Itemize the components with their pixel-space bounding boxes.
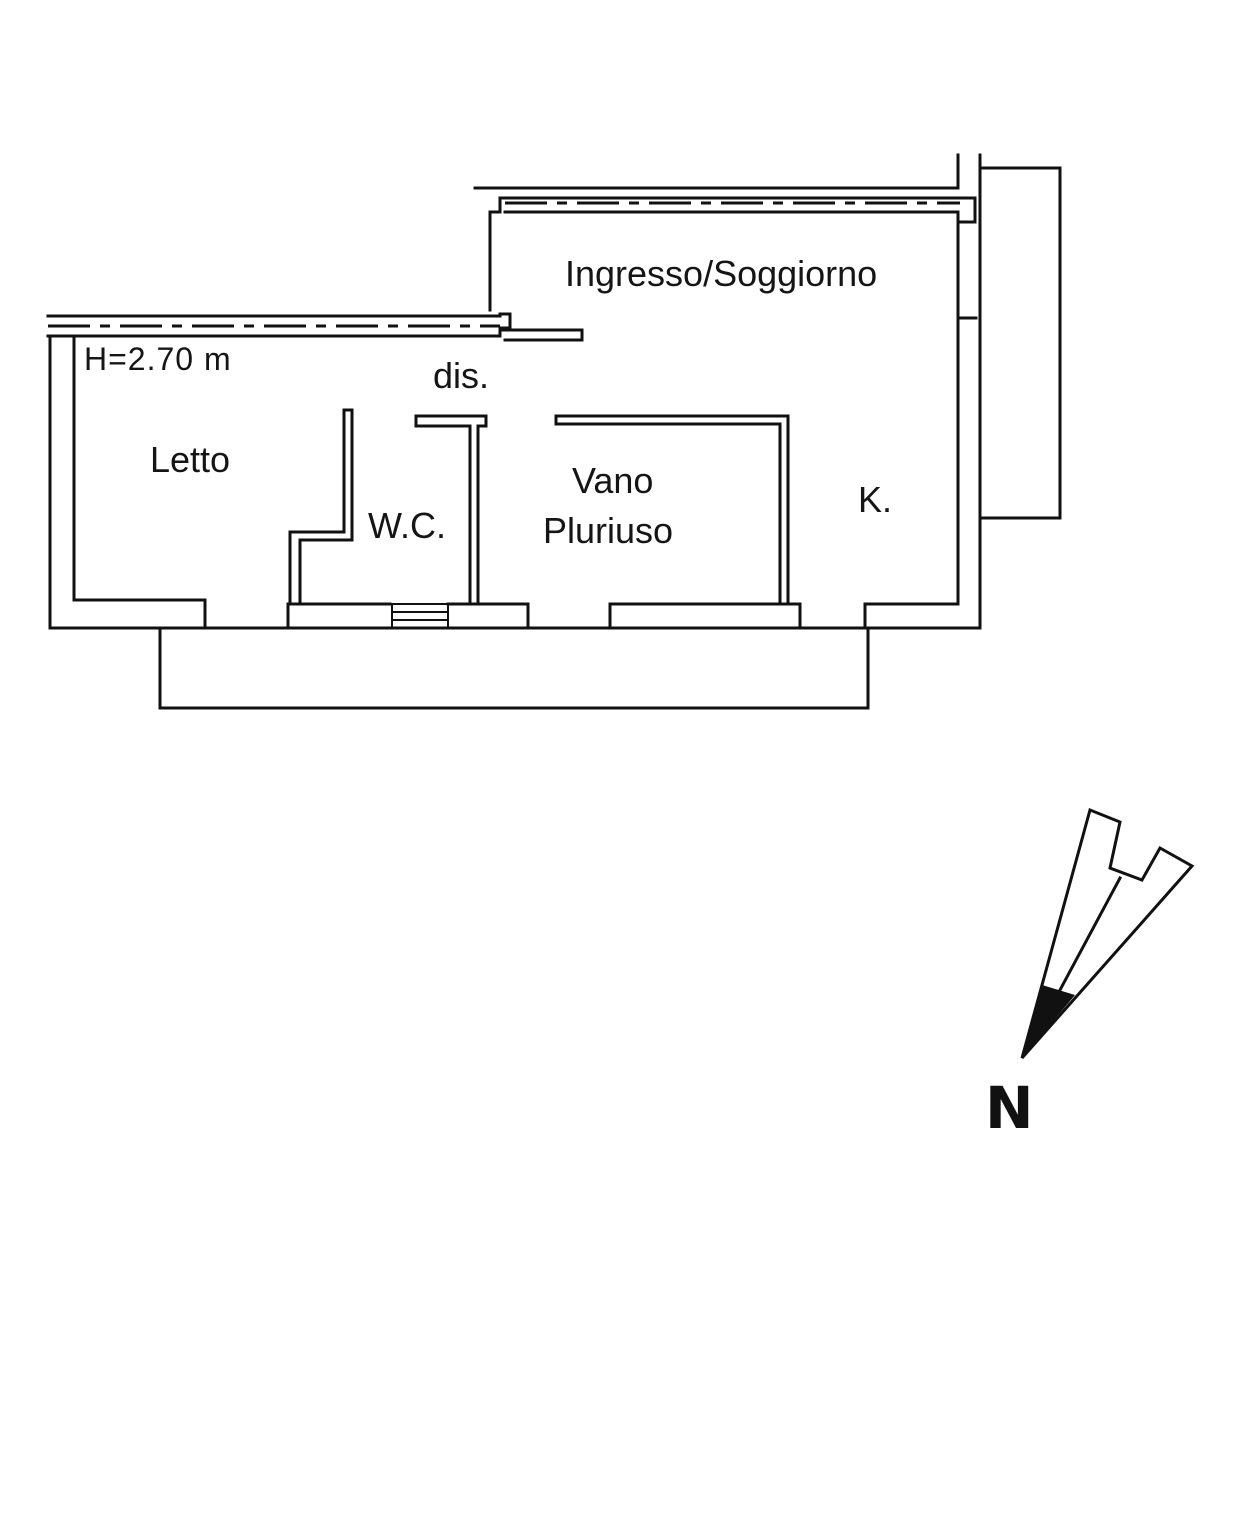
room-label-disimpegno: dis.: [433, 355, 489, 396]
balcony-outline: [158, 628, 870, 710]
room-label-kitchen: K.: [858, 479, 892, 520]
room-label-vano: Vano: [572, 460, 653, 501]
bottom-exterior-wall: [48, 598, 982, 630]
room-label-letto: Letto: [150, 439, 230, 480]
room-label-ingresso-soggiorno: Ingresso/Soggiorno: [565, 253, 877, 294]
room-label-wc: W.C.: [368, 505, 446, 546]
right-exterior-wall: [956, 166, 1062, 606]
left-exterior-wall: [46, 312, 584, 630]
room-label-pluriuso: Pluriuso: [543, 510, 673, 551]
interior-walls: [288, 408, 790, 606]
ceiling-height-note: H=2.70 m: [84, 341, 232, 377]
north-label: N: [985, 1074, 1034, 1142]
upper-exterior-wall: [473, 153, 982, 630]
north-arrow-icon: [1020, 807, 1195, 1059]
